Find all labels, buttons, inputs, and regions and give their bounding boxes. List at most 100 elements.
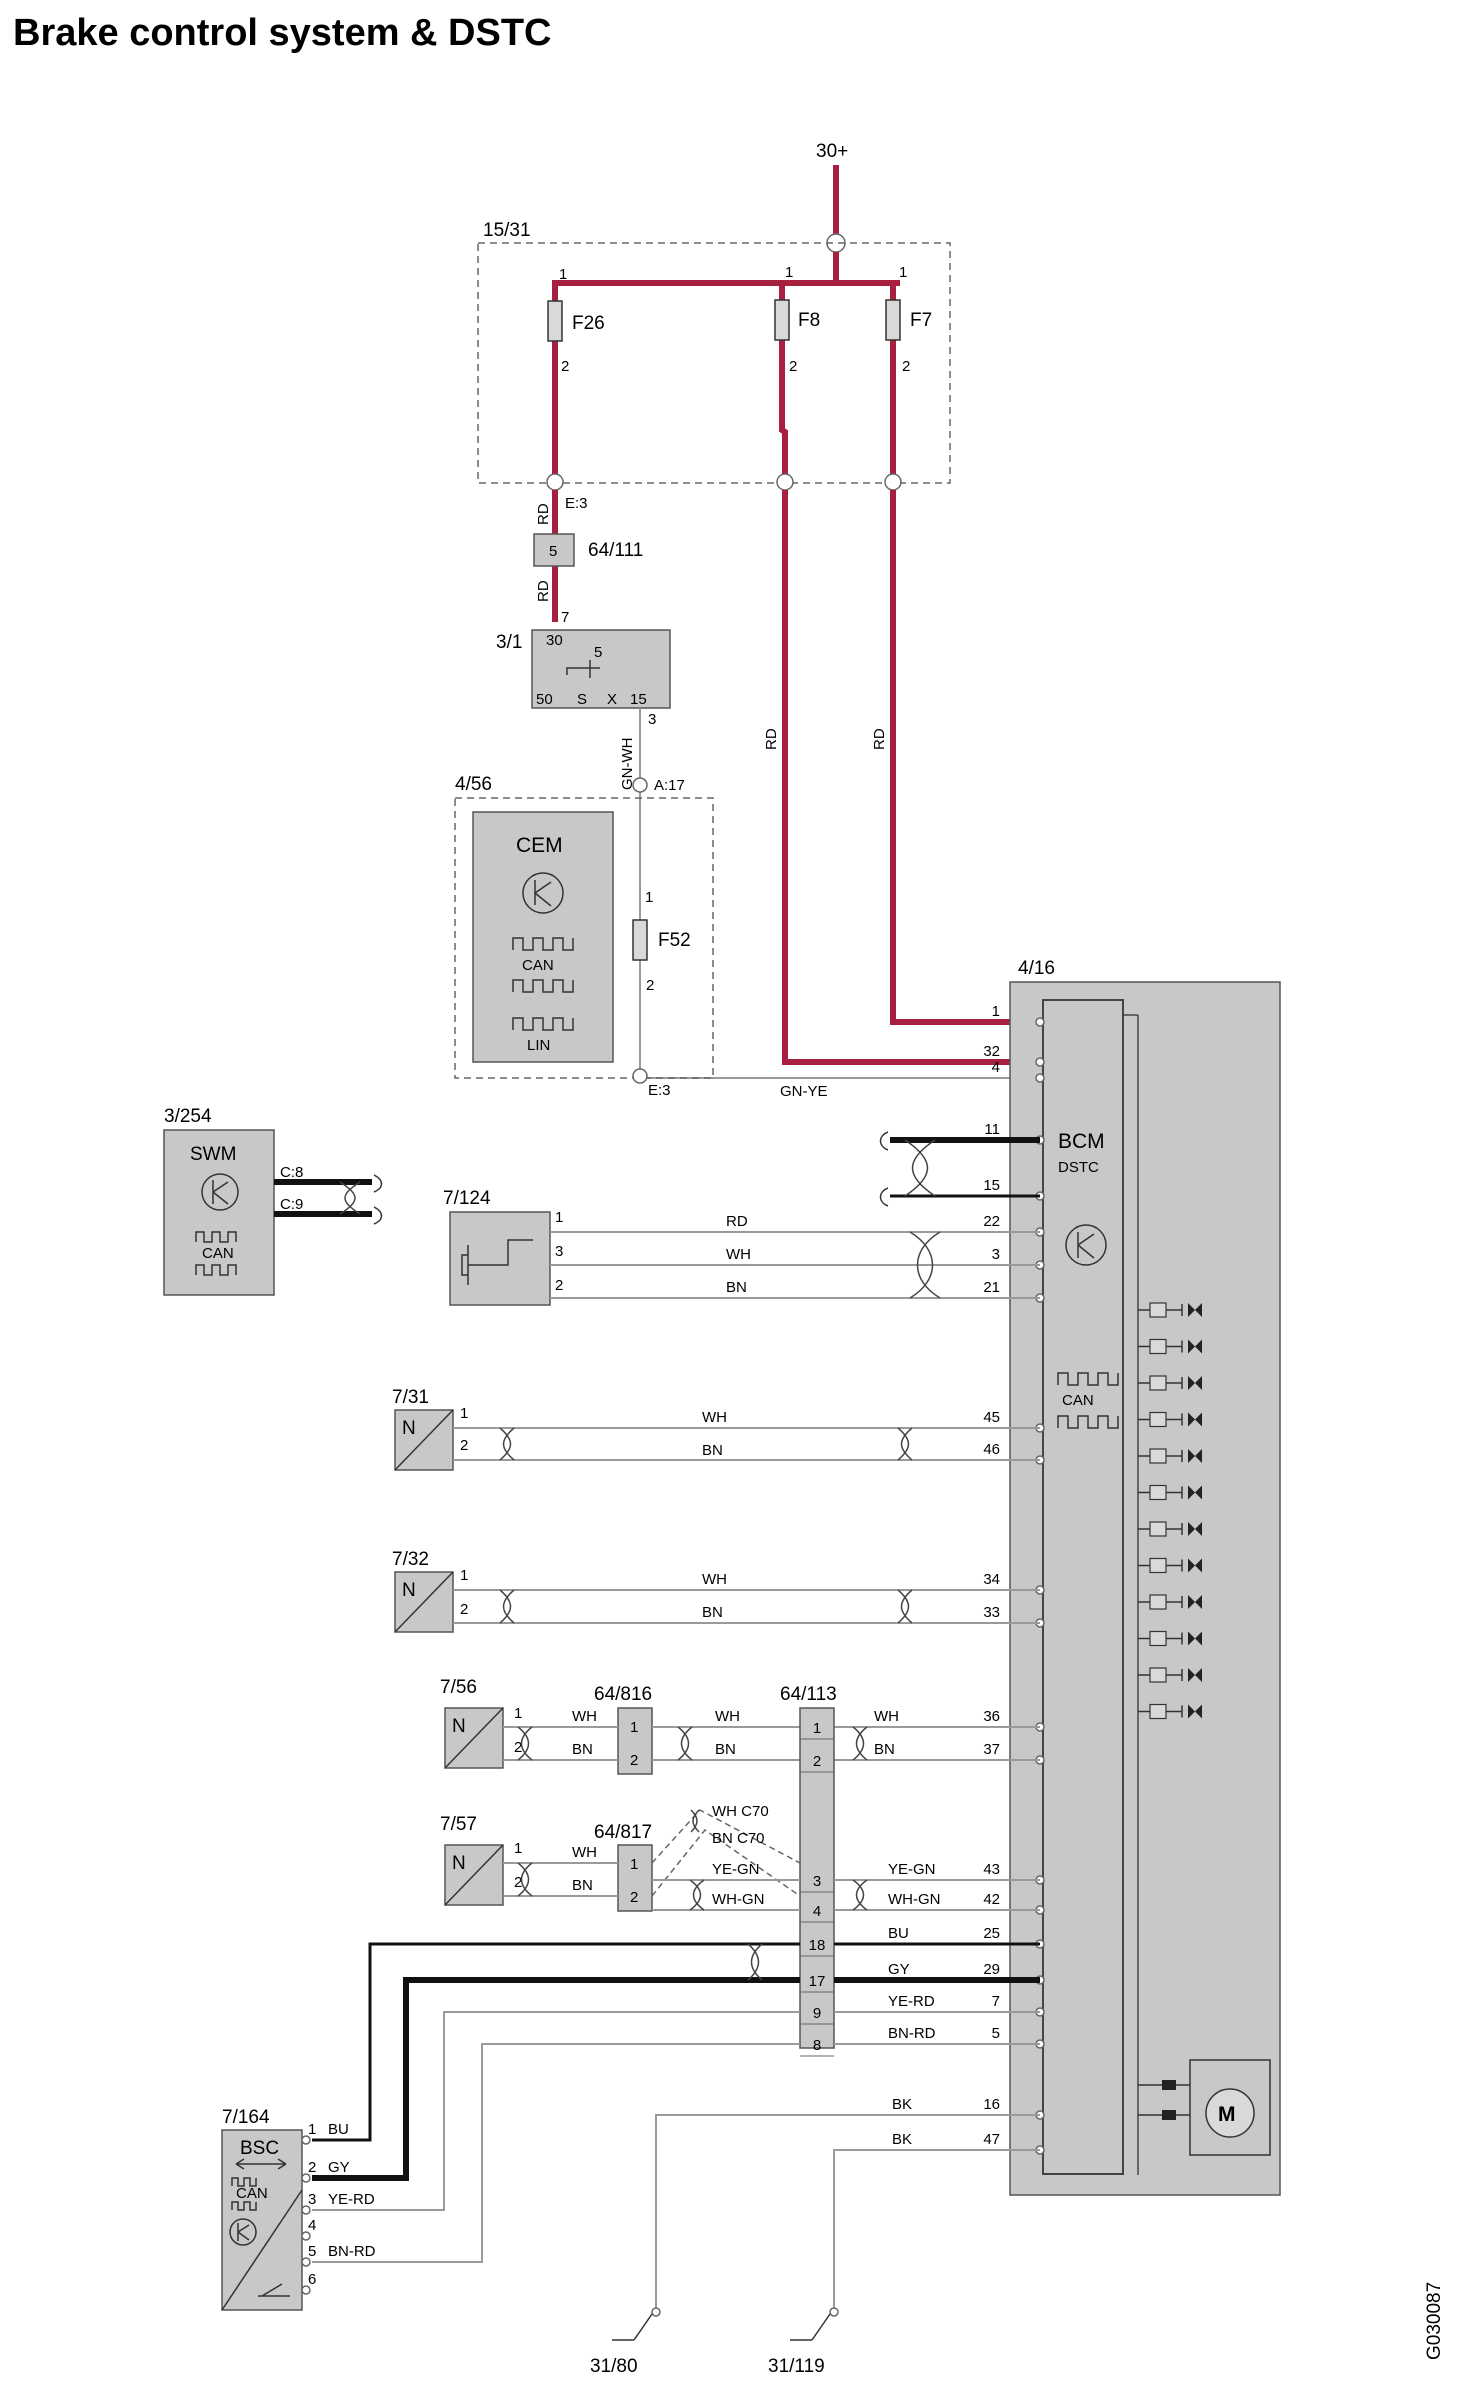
bcm-pin-label: 5	[992, 2025, 1000, 2042]
bsc-processor-icon	[229, 2218, 257, 2246]
bcm-pin-label: 46	[983, 1441, 1000, 1458]
svg-text:BN: BN	[572, 1741, 593, 1758]
svg-text:X: X	[607, 691, 617, 708]
svg-text:N: N	[402, 1418, 416, 1439]
wire-rd-label-3: RD	[763, 728, 780, 750]
swm-id: 3/254	[164, 1106, 212, 1127]
bcm-pin-label: 37	[983, 1741, 1000, 1758]
page-title: Brake control system & DSTC	[13, 12, 552, 54]
svg-text:1: 1	[899, 264, 907, 281]
bsc-module	[221, 2129, 303, 2311]
svg-text:WH: WH	[702, 1571, 727, 1588]
fuse-f8: F8 1 2	[774, 264, 820, 375]
bcm-core	[1042, 999, 1124, 2175]
bsc-pin-number: 5	[308, 2243, 316, 2260]
supply-label: 30+	[816, 141, 848, 162]
valve-coil-icon	[1149, 1302, 1167, 1318]
wire-rd-label-4: RD	[871, 728, 888, 750]
svg-text:1: 1	[460, 1405, 468, 1422]
svg-text:BN-RD: BN-RD	[888, 2025, 936, 2042]
bcm-pin-label: 1	[992, 1003, 1000, 1020]
svg-text:WH: WH	[572, 1708, 597, 1725]
svg-text:BN C70: BN C70	[712, 1830, 765, 1847]
valve-coil-icon	[1149, 1484, 1167, 1501]
bsc-label: BSC	[240, 2138, 279, 2159]
bsc-can-icon-2	[231, 2201, 257, 2211]
svg-text:YE-GN: YE-GN	[712, 1861, 760, 1878]
svg-text:1: 1	[460, 1567, 468, 1584]
cem-conn-a17: A:17	[654, 777, 685, 794]
swm-can-icon-1	[195, 1231, 237, 1243]
svg-text:31/119: 31/119	[768, 2356, 825, 2377]
sensor-7-124-id: 7/124	[443, 1188, 491, 1209]
svg-text:2: 2	[460, 1437, 468, 1454]
wire-f8	[779, 283, 788, 480]
svg-text:2: 2	[630, 1889, 638, 1906]
svg-text:WH C70: WH C70	[712, 1803, 769, 1820]
wire-rd-1	[890, 490, 1040, 1025]
svg-text:F8: F8	[798, 310, 820, 331]
bsc-pin-number: 3	[308, 2191, 316, 2208]
swm-can-icon-2	[195, 1264, 237, 1276]
fuse-f26: F26 1 2	[547, 266, 605, 375]
wire-gn-ye-label: GN-YE	[780, 1083, 828, 1100]
bcm-pin-label: 7	[992, 1993, 1000, 2010]
bcm-pin-label: 25	[983, 1925, 1000, 1942]
swm-module	[163, 1129, 275, 1296]
bcm-can-icon-2	[1057, 1415, 1119, 1429]
svg-text:BK: BK	[892, 2096, 912, 2113]
connector-64-113	[799, 1707, 835, 2049]
svg-text:M: M	[1218, 2103, 1236, 2126]
valve-coil-icon	[1149, 1375, 1167, 1391]
svg-text:BN: BN	[702, 1442, 723, 1459]
svg-text:YE-GN: YE-GN	[888, 1861, 936, 1878]
svg-text:1: 1	[785, 264, 793, 281]
svg-text:2: 2	[902, 358, 910, 375]
bcm-pin-label: 47	[983, 2131, 1000, 2148]
sensor-7-56: N	[444, 1707, 504, 1769]
svg-text:2: 2	[460, 1601, 468, 1618]
bsc-sensor-icon	[258, 2283, 290, 2297]
bcm-id: 4/16	[1018, 958, 1055, 979]
bcm-pin-label: 3	[992, 1246, 1000, 1263]
bcm-pin-label: 4	[992, 1059, 1000, 1076]
valve-coil-icon	[1149, 1594, 1167, 1610]
svg-text:2: 2	[630, 1752, 638, 1769]
bcm-pin-label: 21	[983, 1279, 1000, 1296]
swm-can-label: CAN	[202, 1245, 234, 1262]
fuse-f52: F52 1 2	[632, 889, 691, 994]
figure-id: G030087	[1424, 2282, 1445, 2360]
svg-text:YE-RD: YE-RD	[888, 1993, 935, 2010]
valve-icon	[1188, 1595, 1202, 1609]
bsc-can-label: CAN	[236, 2185, 268, 2202]
svg-text:C:9: C:9	[280, 1196, 303, 1213]
bsc-pin-color: BU	[328, 2121, 349, 2138]
bcm-pin-label: 42	[983, 1891, 1000, 1908]
cem-lin-label: LIN	[527, 1037, 550, 1054]
svg-text:GY: GY	[888, 1961, 910, 1978]
bcm-pin-label: 32	[983, 1043, 1000, 1060]
sensor-7-124	[449, 1211, 551, 1306]
svg-text:30: 30	[546, 632, 563, 649]
valve-array	[1138, 1302, 1202, 1720]
bcm-pin-label: 22	[983, 1213, 1000, 1230]
bcm-pin-label: 36	[983, 1708, 1000, 1725]
bsc-pin-color: GY	[328, 2159, 350, 2176]
cem-can-label: CAN	[522, 957, 554, 974]
cem-label: CEM	[516, 834, 563, 857]
bcm-pin-node	[1035, 1017, 1045, 1027]
fusebox-outline	[477, 242, 951, 484]
sensor-7-57-id: 7/57	[440, 1814, 477, 1835]
cem-conn-e3: E:3	[648, 1082, 671, 1099]
bsc-pin-color: BN-RD	[328, 2243, 376, 2260]
pump-motor-icon: M	[1138, 2059, 1271, 2156]
svg-text:C:8: C:8	[280, 1164, 303, 1181]
wire-rd-label-1: RD	[535, 503, 552, 525]
swm-processor-icon	[201, 1173, 239, 1211]
svg-text:BK: BK	[892, 2131, 912, 2148]
svg-text:2: 2	[561, 358, 569, 375]
svg-text:1: 1	[514, 1840, 522, 1857]
swm-label: SWM	[190, 1144, 236, 1165]
svg-text:BN: BN	[572, 1877, 593, 1894]
